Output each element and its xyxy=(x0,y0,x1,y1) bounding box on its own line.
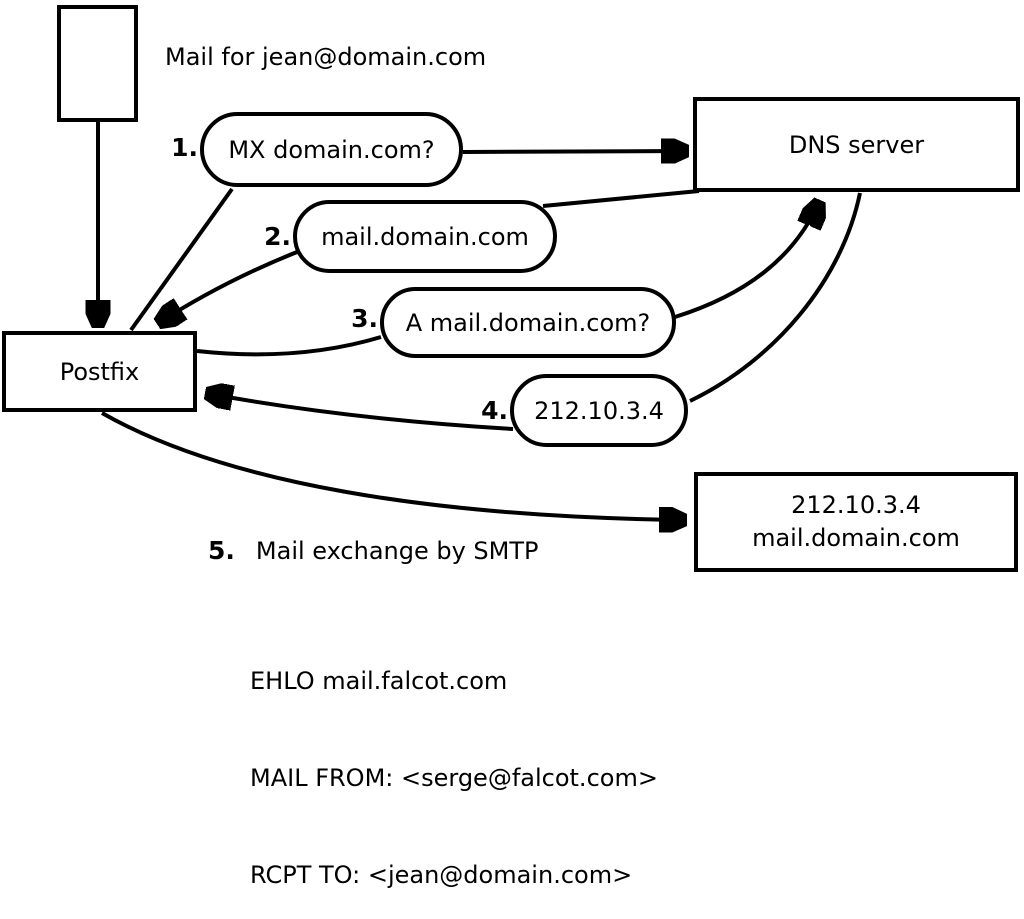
pill-a-query: A mail.domain.com? xyxy=(380,287,676,358)
pill-mx-answer: mail.domain.com xyxy=(293,200,557,273)
smtp-line: RCPT TO: <jean@domain.com> xyxy=(250,861,633,890)
step-number-5: 5. xyxy=(208,536,235,565)
pill-a-query-label: A mail.domain.com? xyxy=(405,308,651,337)
line-postfix-to-mx-query xyxy=(129,187,234,332)
smtp-session-text: EHLO mail.falcot.com MAIL FROM: <serge@f… xyxy=(250,600,658,919)
postfix-box: Postfix xyxy=(2,331,197,412)
dns-server-box: DNS server xyxy=(693,97,1020,192)
pill-a-answer: 212.10.3.4 xyxy=(510,374,688,447)
smtp-line: MAIL FROM: <serge@falcot.com> xyxy=(250,764,658,793)
step-number-3: 3. xyxy=(351,304,378,333)
line-postfix-to-a-query xyxy=(196,335,382,357)
step5-label: Mail exchange by SMTP xyxy=(255,537,539,565)
dns-server-label: DNS server xyxy=(788,130,925,159)
postfix-label: Postfix xyxy=(59,357,140,386)
pill-mx-query-label: MX domain.com? xyxy=(228,135,435,164)
mail-server-box: 212.10.3.4 mail.domain.com xyxy=(694,472,1018,572)
pill-mx-answer-label: mail.domain.com xyxy=(321,222,529,251)
arrow-mx-query-to-dns xyxy=(462,151,689,152)
step-number-2: 2. xyxy=(264,222,291,251)
arrow-a-query-to-dns xyxy=(674,200,820,319)
smtp-line: EHLO mail.falcot.com xyxy=(250,666,508,695)
arrow-mx-answer-to-postfix xyxy=(157,250,298,324)
mail-server-hostname: mail.domain.com xyxy=(752,524,960,552)
step-number-4: 4. xyxy=(481,396,508,425)
step5-row: 5. Mail exchange by SMTP xyxy=(208,536,539,566)
line-dns-to-a-answer xyxy=(689,192,862,403)
mail-server-ip: 212.10.3.4 xyxy=(791,491,921,519)
line-dns-to-mx-answer xyxy=(542,189,700,208)
pill-mx-query: MX domain.com? xyxy=(200,112,463,187)
step-number-1: 1. xyxy=(171,133,198,162)
diagram-title: Mail for jean@domain.com xyxy=(165,43,487,71)
mail-message-shape xyxy=(57,5,138,122)
pill-a-answer-label: 212.10.3.4 xyxy=(534,396,664,425)
